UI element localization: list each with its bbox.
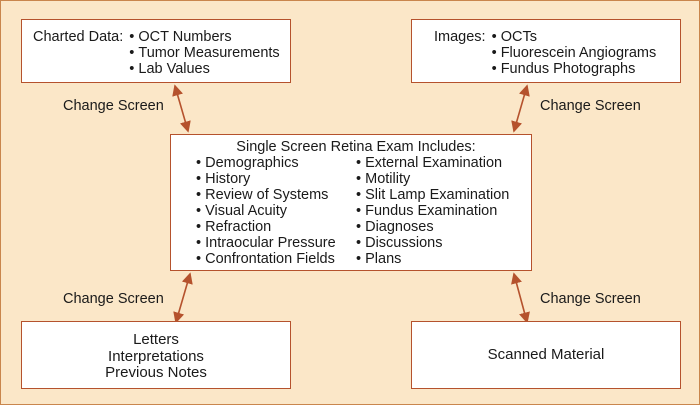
charted-data-list: OCT Numbers Tumor Measurements Lab Value…	[129, 29, 279, 77]
images-list: OCTs Fluorescein Angiograms Fundus Photo…	[492, 29, 657, 77]
list-item: Fluorescein Angiograms	[492, 45, 657, 61]
retina-exam-list-left: Demographics History Review of Systems V…	[196, 155, 356, 267]
list-item: OCTs	[492, 29, 657, 45]
list-item: Plans	[356, 251, 509, 267]
arrow-center-to-scanned	[511, 272, 530, 324]
notes-line: Interpretations	[108, 347, 204, 365]
retina-exam-title: Single Screen Retina Exam Includes:	[236, 139, 476, 155]
list-item: Confrontation Fields	[196, 251, 356, 267]
list-item: Demographics	[196, 155, 356, 171]
list-item: Intraocular Pressure	[196, 235, 356, 251]
arrow-images-to-center	[511, 84, 530, 133]
list-item: Fundus Examination	[356, 203, 509, 219]
retina-exam-box: Single Screen Retina Exam Includes: Demo…	[170, 134, 532, 271]
change-screen-label-top-right: Change Screen	[540, 98, 641, 114]
list-item: Discussions	[356, 235, 509, 251]
list-item: Motility	[356, 171, 509, 187]
list-item: Refraction	[196, 219, 356, 235]
arrow-charted-data-to-center	[172, 84, 191, 133]
notes-line: Letters	[133, 331, 179, 348]
scanned-material-box: Scanned Material	[411, 321, 681, 389]
change-screen-label-top-left: Change Screen	[63, 98, 164, 114]
list-item: OCT Numbers	[129, 29, 279, 45]
list-item: Lab Values	[129, 61, 279, 77]
notes-box: Letters Interpretations Previous Notes	[21, 321, 291, 389]
list-item: External Examination	[356, 155, 509, 171]
images-label: Images:	[434, 29, 486, 45]
list-item: Fundus Photographs	[492, 61, 657, 77]
list-item: Tumor Measurements	[129, 45, 279, 61]
arrow-center-to-notes	[173, 272, 193, 324]
images-box: Images: OCTs Fluorescein Angiograms Fund…	[411, 19, 681, 83]
scanned-material-label: Scanned Material	[487, 346, 605, 363]
change-screen-label-bottom-right: Change Screen	[540, 291, 641, 307]
list-item: Slit Lamp Examination	[356, 187, 509, 203]
list-item: Review of Systems	[196, 187, 356, 203]
change-screen-label-bottom-left: Change Screen	[63, 291, 164, 307]
list-item: History	[196, 171, 356, 187]
charted-data-box: Charted Data: OCT Numbers Tumor Measurem…	[21, 19, 291, 83]
retina-exam-list-right: External Examination Motility Slit Lamp …	[356, 155, 509, 267]
list-item: Diagnoses	[356, 219, 509, 235]
charted-data-label: Charted Data:	[33, 29, 124, 45]
notes-line: Previous Notes	[105, 364, 207, 381]
list-item: Visual Acuity	[196, 203, 356, 219]
